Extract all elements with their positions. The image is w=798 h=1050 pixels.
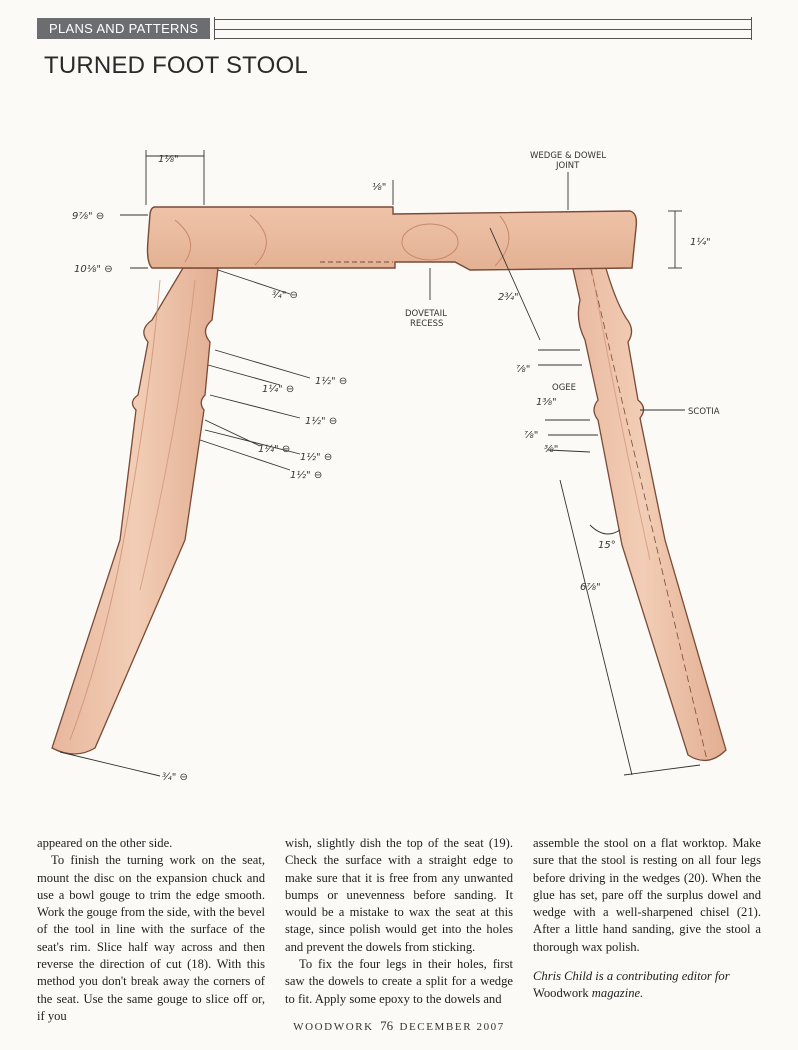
dim-len-f: 6⅞" (580, 582, 601, 593)
page-footer: WOODWORK 76 DECEMBER 2007 (0, 1018, 798, 1034)
dim-seat-bottom: 10⅛" ⊖ (74, 264, 113, 275)
seat (146, 206, 638, 271)
column-1: appeared on the other side. To finish th… (37, 835, 265, 1025)
dim-foot: ¾" ⊖ (162, 772, 188, 783)
dim-b: 1¼" ⊖ (262, 383, 294, 395)
label-ogee: OGEE (552, 383, 576, 393)
paragraph: To fix the four legs in their holes, fir… (285, 957, 513, 1006)
footer-magazine: WOODWORK (293, 1021, 374, 1033)
dim-inset: 1⅛" (158, 154, 179, 165)
dim-a: 1½" ⊖ (315, 375, 347, 387)
header-rule (751, 17, 752, 40)
column-2: wish, slightly dish the top of the seat … (285, 835, 513, 1025)
paragraph: assemble the stool on a flat worktop. Ma… (533, 836, 761, 954)
header-rule (214, 19, 752, 20)
section-badge: PLANS AND PATTERNS (37, 18, 211, 39)
label-dovetail: RECESS (410, 319, 443, 329)
header-rule (214, 38, 752, 39)
right-leg (559, 211, 727, 762)
left-leg (51, 267, 219, 755)
dim-len-e: ⅜" (544, 444, 558, 455)
label-dovetail: DOVETAIL (405, 309, 447, 319)
dim-d: 1¼" ⊖ (258, 443, 290, 455)
author-credit: Chris Child is a contributing editor for… (533, 969, 730, 1001)
header-rule (214, 17, 215, 40)
page-title: TURNED FOOT STOOL (44, 52, 308, 79)
dim-len-a: 2¾" (498, 292, 519, 303)
dim-leg-top: ¾" ⊖ (272, 290, 298, 301)
footer-issue: DECEMBER 2007 (399, 1021, 505, 1033)
dim-len-d: ⅞" (524, 430, 538, 441)
dim-step: ⅛" (372, 182, 386, 193)
label-wedge-joint: WEDGE & DOWEL (530, 151, 606, 161)
paragraph: To finish the turning work on the seat, … (37, 853, 265, 1023)
dim-angle: 15° (598, 540, 616, 551)
paragraph: wish, slightly dish the top of the seat … (285, 836, 513, 954)
page-number: 76 (380, 1018, 394, 1033)
dim-e: 1½" ⊖ (300, 451, 332, 463)
article-body: appeared on the other side. To finish th… (37, 835, 761, 1025)
header-rule (214, 29, 752, 30)
dim-len-b: ⅞" (516, 364, 530, 375)
paragraph: appeared on the other side. (37, 836, 173, 850)
stool-drawing: 1⅛" ⅛" 9⅞" ⊖ 10⅛" ⊖ 1¼" WEDGE & DOWEL JO… (51, 150, 727, 783)
label-wedge-joint: JOINT (555, 161, 580, 171)
dim-c: 1½" ⊖ (305, 415, 337, 427)
dim-f: 1½" ⊖ (290, 469, 322, 481)
label-scotia: SCOTIA (688, 407, 720, 417)
dim-len-c: 1⅜" (536, 397, 557, 408)
dim-thickness: 1¼" (690, 236, 711, 248)
column-3: assemble the stool on a flat worktop. Ma… (533, 835, 761, 1025)
dim-seat-top: 9⅞" ⊖ (72, 211, 104, 222)
